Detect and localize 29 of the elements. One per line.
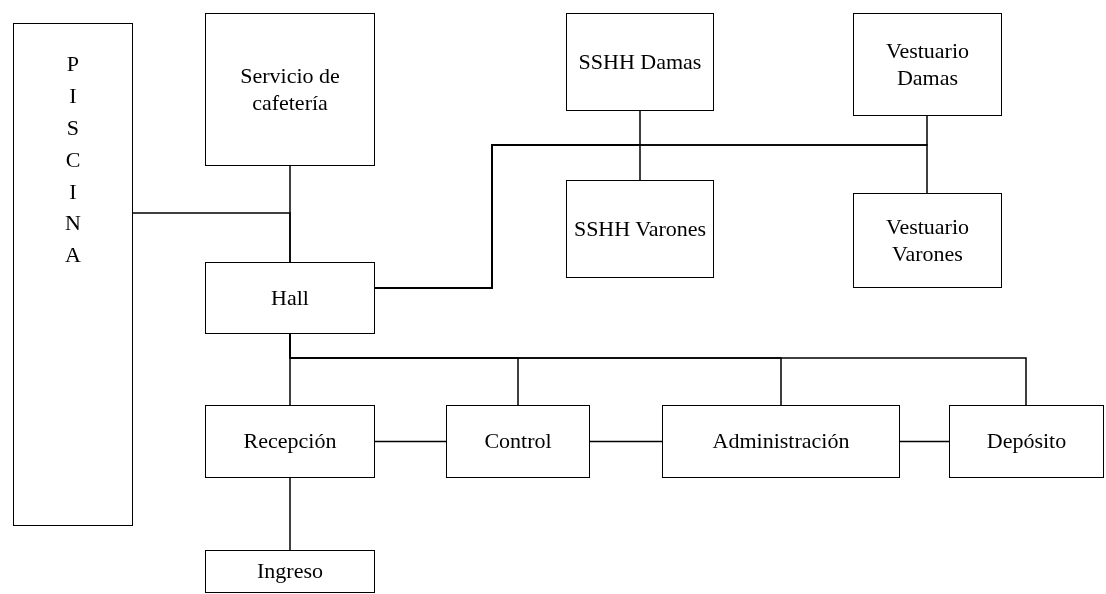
room-label: SSHH Damas — [578, 48, 702, 76]
room-box — [205, 13, 375, 166]
room-label: SSHH Varones — [573, 215, 707, 243]
room-label: Hall — [271, 284, 309, 312]
room-box — [566, 180, 714, 278]
room-box — [205, 262, 375, 334]
connector-line — [132, 212, 291, 263]
room-box — [949, 405, 1104, 478]
room-box — [662, 405, 900, 478]
room-label: Depósito — [986, 428, 1067, 455]
room-box — [13, 23, 133, 526]
room-box — [446, 405, 590, 478]
room-label: Ingreso — [257, 558, 323, 585]
room-label: PISCINA — [65, 50, 81, 270]
room-label: Vestuario Damas — [884, 38, 971, 91]
connector-line — [899, 440, 950, 443]
room-label: Control — [484, 428, 552, 455]
room-label: Servicio de cafetería — [239, 63, 341, 116]
room-label: Vestuario Varones — [884, 214, 971, 267]
room-label: Administración — [712, 428, 850, 455]
room-label: Recepción — [243, 428, 337, 455]
room-box — [205, 550, 375, 593]
connector-line — [289, 477, 291, 551]
connector-line — [589, 440, 663, 443]
room-box — [853, 193, 1002, 288]
connector-line — [374, 440, 447, 443]
room-box — [853, 13, 1002, 116]
room-box — [566, 13, 714, 111]
room-box — [205, 405, 375, 478]
